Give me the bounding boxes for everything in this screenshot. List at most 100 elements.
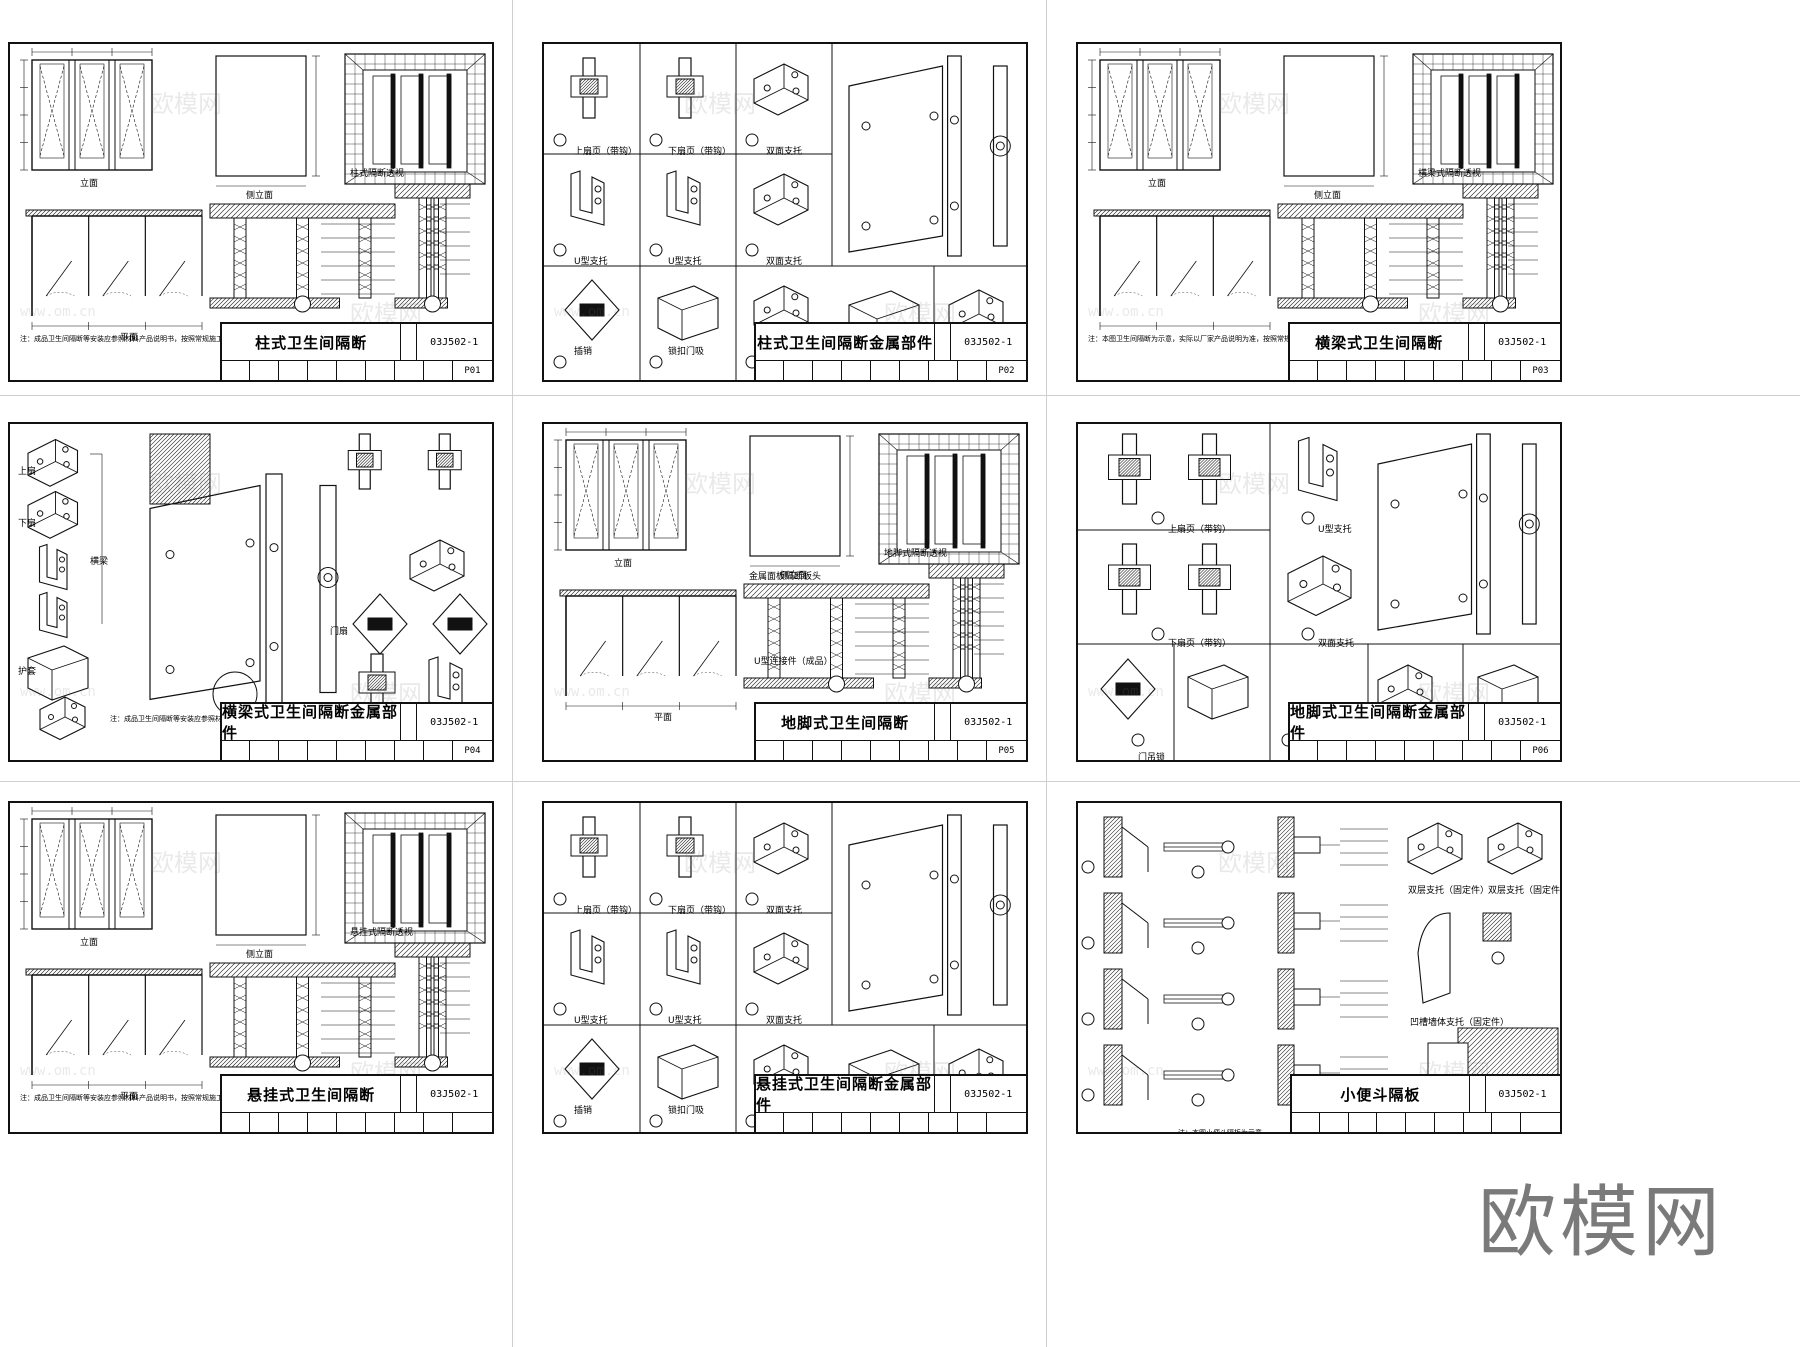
atlas-code: 03J502-1 — [430, 336, 479, 348]
technical-drawing — [1088, 48, 1554, 343]
signature-cell — [784, 741, 813, 760]
caption-plan: 平面 — [120, 1092, 139, 1102]
sheet-title: 地脚式卫生间隔断金属部件 — [1290, 703, 1470, 742]
signature-cell — [1318, 741, 1347, 760]
sheet-title: 横梁式卫生间隔断 — [1290, 324, 1470, 360]
caption-beam: 横梁 — [90, 557, 109, 567]
signature-cell — [1405, 361, 1434, 380]
caption-note: 注：本图卫生间隔断为示意，实际以厂家产品说明为准，按照常规施工。 — [1088, 335, 1312, 343]
atlas-code: 03J502-1 — [430, 1088, 479, 1100]
title-block: 悬挂式卫生间隔断金属部件 03J502-1 — [754, 1074, 1026, 1132]
signature-cell — [279, 741, 308, 760]
sheet-title: 柱式卫生间隔断 — [222, 324, 402, 360]
caption-d: U型支托 — [574, 1016, 608, 1026]
atlas-code: 03J502-1 — [1498, 336, 1547, 348]
signature-cell — [366, 1113, 395, 1132]
technical-drawing — [27, 433, 488, 741]
caption-elevation: 立面 — [614, 559, 633, 569]
caption-a: 上扇页（带钩） — [1168, 525, 1232, 535]
title-block-label — [934, 1076, 952, 1112]
caption-side: 侧立面 — [780, 571, 808, 581]
signature-cell — [871, 741, 900, 760]
technical-drawing — [1078, 424, 1560, 760]
caption-b: 下扇页（带钩） — [1168, 639, 1232, 649]
signature-row: P03 — [1289, 360, 1560, 380]
signature-cell — [871, 361, 900, 380]
caption-perspective: 柱式隔断透视 — [350, 169, 405, 179]
signature-cell — [250, 741, 279, 760]
caption-e: 门吊锁 — [1138, 753, 1166, 762]
technical-drawing — [20, 48, 486, 343]
signature-cell — [1405, 741, 1434, 760]
signature-cell — [900, 361, 929, 380]
signature-cell — [871, 1113, 900, 1132]
caption-perspective: 悬挂式隔断透视 — [350, 928, 414, 938]
signature-cell — [1376, 361, 1405, 380]
sheet-title: 悬挂式卫生间隔断 — [222, 1076, 402, 1112]
caption-curve: 凹槽墙体支托（固定件） — [1410, 1018, 1510, 1028]
caption-sleeve: 护套 — [18, 667, 37, 677]
caption-c: 双面支托 — [766, 906, 803, 916]
signature-cell — [1492, 361, 1521, 380]
signature-cell — [755, 741, 784, 760]
caption-side: 侧立面 — [1314, 191, 1342, 201]
page-number: P03 — [1532, 366, 1549, 376]
caption-metal: 金属面板隔断板头 — [749, 572, 822, 582]
signature-cell — [221, 741, 250, 760]
caption-door: 门扇 — [330, 627, 349, 637]
signature-cell — [250, 1113, 279, 1132]
caption-u: U型连接件（成品） — [754, 657, 833, 667]
signature-cell — [366, 361, 395, 380]
drawing-sheet-1: 立面侧立面柱式隔断透视平面注：成品卫生间隔断等安装应参照材料产品说明书，按照常规… — [8, 42, 494, 382]
signature-cell — [755, 1113, 784, 1132]
sheet-title: 柱式卫生间隔断金属部件 — [756, 324, 936, 360]
signature-cell — [395, 741, 424, 760]
signature-row — [1291, 1112, 1560, 1132]
title-block-label — [400, 1076, 418, 1112]
signature-cell — [337, 1113, 366, 1132]
caption-perspective: 横梁式隔断透视 — [1418, 169, 1482, 179]
caption-elevation: 立面 — [1148, 179, 1167, 189]
atlas-code: 03J502-1 — [1498, 1088, 1547, 1100]
title-block-label — [400, 704, 418, 740]
signature-cell — [813, 361, 842, 380]
signature-cell — [900, 1113, 929, 1132]
caption-plan: 平面 — [654, 713, 673, 723]
caption-h: 锁扣门吸 — [668, 347, 705, 357]
atlas-code: 03J502-1 — [964, 336, 1013, 348]
title-block-label — [400, 324, 418, 360]
signature-row: P02 — [755, 360, 1026, 380]
title-block-label — [1469, 1076, 1486, 1112]
drawing-sheet-5: 立面侧立面地脚式隔断透视平面A－A 剖面U型连接件（成品）金属面板隔断板头欧模网… — [542, 422, 1028, 762]
caption-b1: 双层支托（固定件） — [1408, 886, 1490, 896]
signature-row: P05 — [755, 740, 1026, 760]
caption-g: 插销 — [574, 1106, 593, 1116]
caption-h: 锁扣门吸 — [668, 1106, 705, 1116]
signature-cell — [279, 361, 308, 380]
atlas-code: 03J502-1 — [1498, 716, 1547, 728]
signature-cell — [958, 361, 987, 380]
atlas-code: 03J502-1 — [964, 1088, 1013, 1100]
signature-cell — [1492, 741, 1521, 760]
caption-b: 下扇页（带钩） — [668, 147, 732, 157]
signature-cell — [958, 1113, 987, 1132]
cell-divider-vertical-1 — [512, 0, 513, 1347]
signature-cell — [1289, 741, 1318, 760]
signature-row: P06 — [1289, 740, 1560, 760]
signature-cell — [395, 361, 424, 380]
signature-cell — [337, 361, 366, 380]
caption-b: 下扇页（带钩） — [668, 906, 732, 916]
signature-cell — [929, 1113, 958, 1132]
signature-cell — [1291, 1113, 1320, 1132]
sheet-title: 悬挂式卫生间隔断金属部件 — [756, 1075, 936, 1114]
signature-cell — [337, 741, 366, 760]
caption-note: 注：成品卫生间隔断等安装应参照材料产品说明书，按照常规施工。 — [20, 1094, 230, 1102]
signature-cell — [1464, 1113, 1493, 1132]
caption-perspective: 地脚式隔断透视 — [884, 549, 948, 559]
signature-cell — [1434, 361, 1463, 380]
signature-cell — [784, 1113, 813, 1132]
signature-row — [221, 1112, 492, 1132]
caption-a: 上扇页（带钩） — [574, 147, 638, 157]
caption-elevation: 立面 — [80, 179, 99, 189]
